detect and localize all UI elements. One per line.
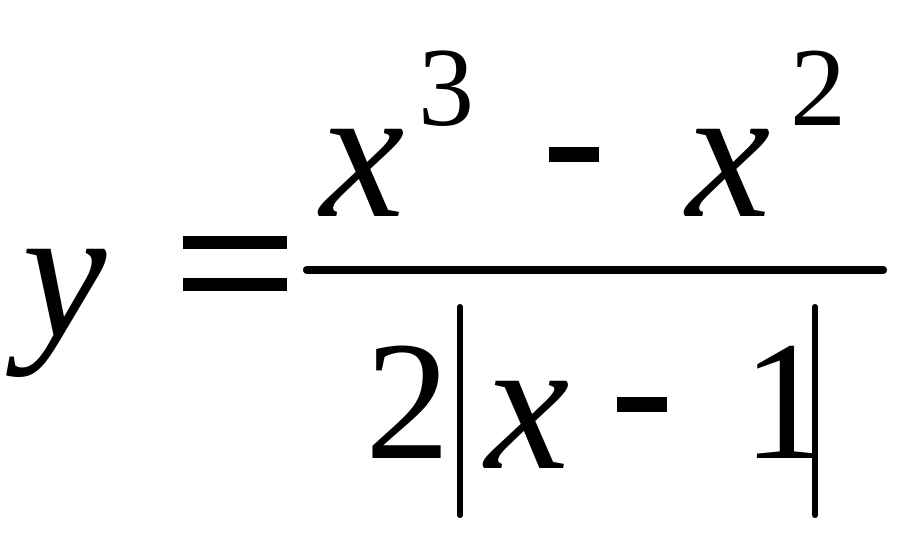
numerator-x-cubed-base: x bbox=[320, 48, 405, 258]
equals-sign-bottom-bar bbox=[183, 278, 287, 291]
absolute-value-left-bar bbox=[457, 304, 463, 518]
absolute-value-right-bar bbox=[812, 304, 818, 518]
fraction-bar bbox=[303, 266, 887, 274]
numerator-exponent-2: 2 bbox=[790, 26, 846, 150]
denominator-variable-x: x bbox=[485, 300, 570, 510]
numerator-x-squared-base: x bbox=[686, 48, 771, 258]
numerator-minus-sign bbox=[549, 147, 599, 162]
numerator-exponent-3: 3 bbox=[418, 26, 474, 150]
variable-y: y bbox=[22, 168, 107, 378]
denominator-minus-sign bbox=[617, 397, 667, 412]
denominator-coefficient: 2 bbox=[365, 307, 450, 495]
equals-sign-top-bar bbox=[183, 236, 287, 249]
